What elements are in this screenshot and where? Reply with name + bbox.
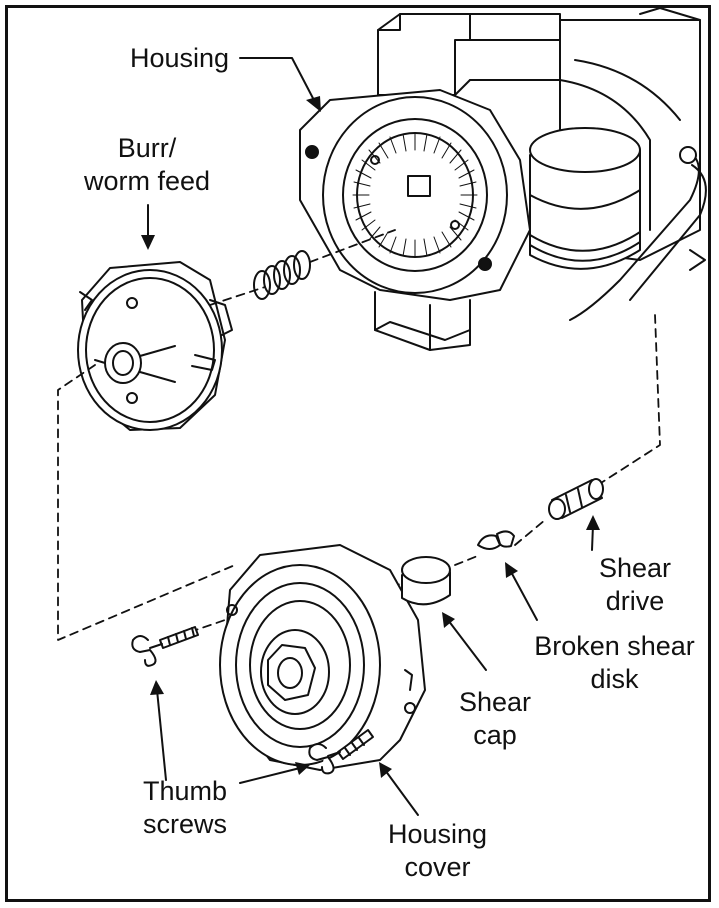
shear-drive-part [548,478,604,520]
label-shear-cap: Shear cap [458,687,532,750]
housing-cover-part [219,544,426,771]
spring-part [253,250,311,300]
thumb-screw-right [308,729,374,775]
arrowheads [141,96,600,778]
burr-worm-feed-part [77,261,233,431]
label-broken-shear-disk: Broken shear disk [534,631,695,694]
leader-arrows [147,57,594,816]
label-burr-worm-feed: Burr/ worm feed [83,133,211,196]
diagram-border [5,5,711,902]
label-thumb-screws: Thumb screws [142,776,228,839]
shear-cap-part [401,556,451,606]
broken-shear-disk-part [477,530,515,550]
thumb-screw-left [131,626,199,667]
label-shear-drive: Shear drive [598,553,672,616]
label-housing-cover: Housing cover [387,819,488,882]
label-housing: Housing [129,43,230,73]
housing-part [299,7,707,351]
